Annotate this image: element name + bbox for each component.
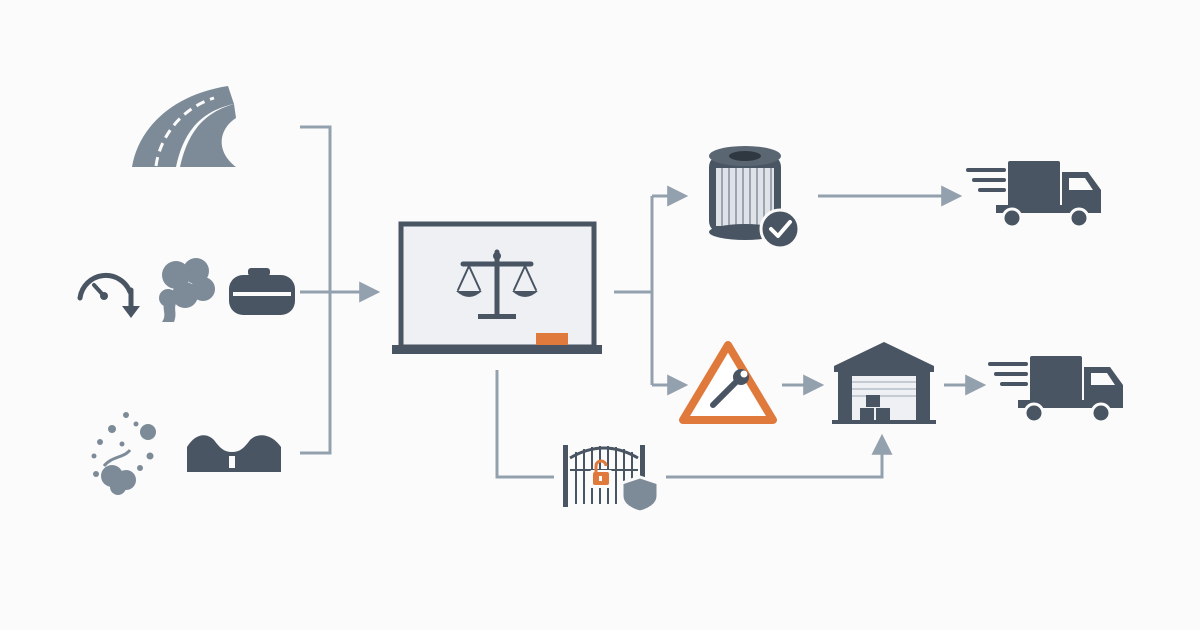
road-bump-icon (187, 435, 281, 472)
speedometer-icon (77, 272, 140, 318)
monitor-panel (392, 221, 602, 354)
winding-road-icon (132, 86, 236, 167)
arrow-gate-to-warehouse (666, 433, 893, 479)
warehouse-icon (832, 342, 936, 424)
delivery-truck-icon (966, 161, 1101, 229)
fuel-tank-icon (229, 268, 295, 315)
input-bracket (300, 125, 332, 455)
particulates-icon (91, 412, 156, 495)
filter-ok-icon (709, 146, 801, 250)
connectors (300, 125, 987, 479)
smoke-cloud-icon (159, 258, 215, 322)
maintenance-warning-icon (679, 341, 777, 424)
line-down-to-gate (495, 370, 554, 479)
delivery-truck-icon-2 (988, 356, 1123, 424)
balance-scale-icon (456, 249, 538, 319)
secure-gate-icon (563, 445, 660, 514)
